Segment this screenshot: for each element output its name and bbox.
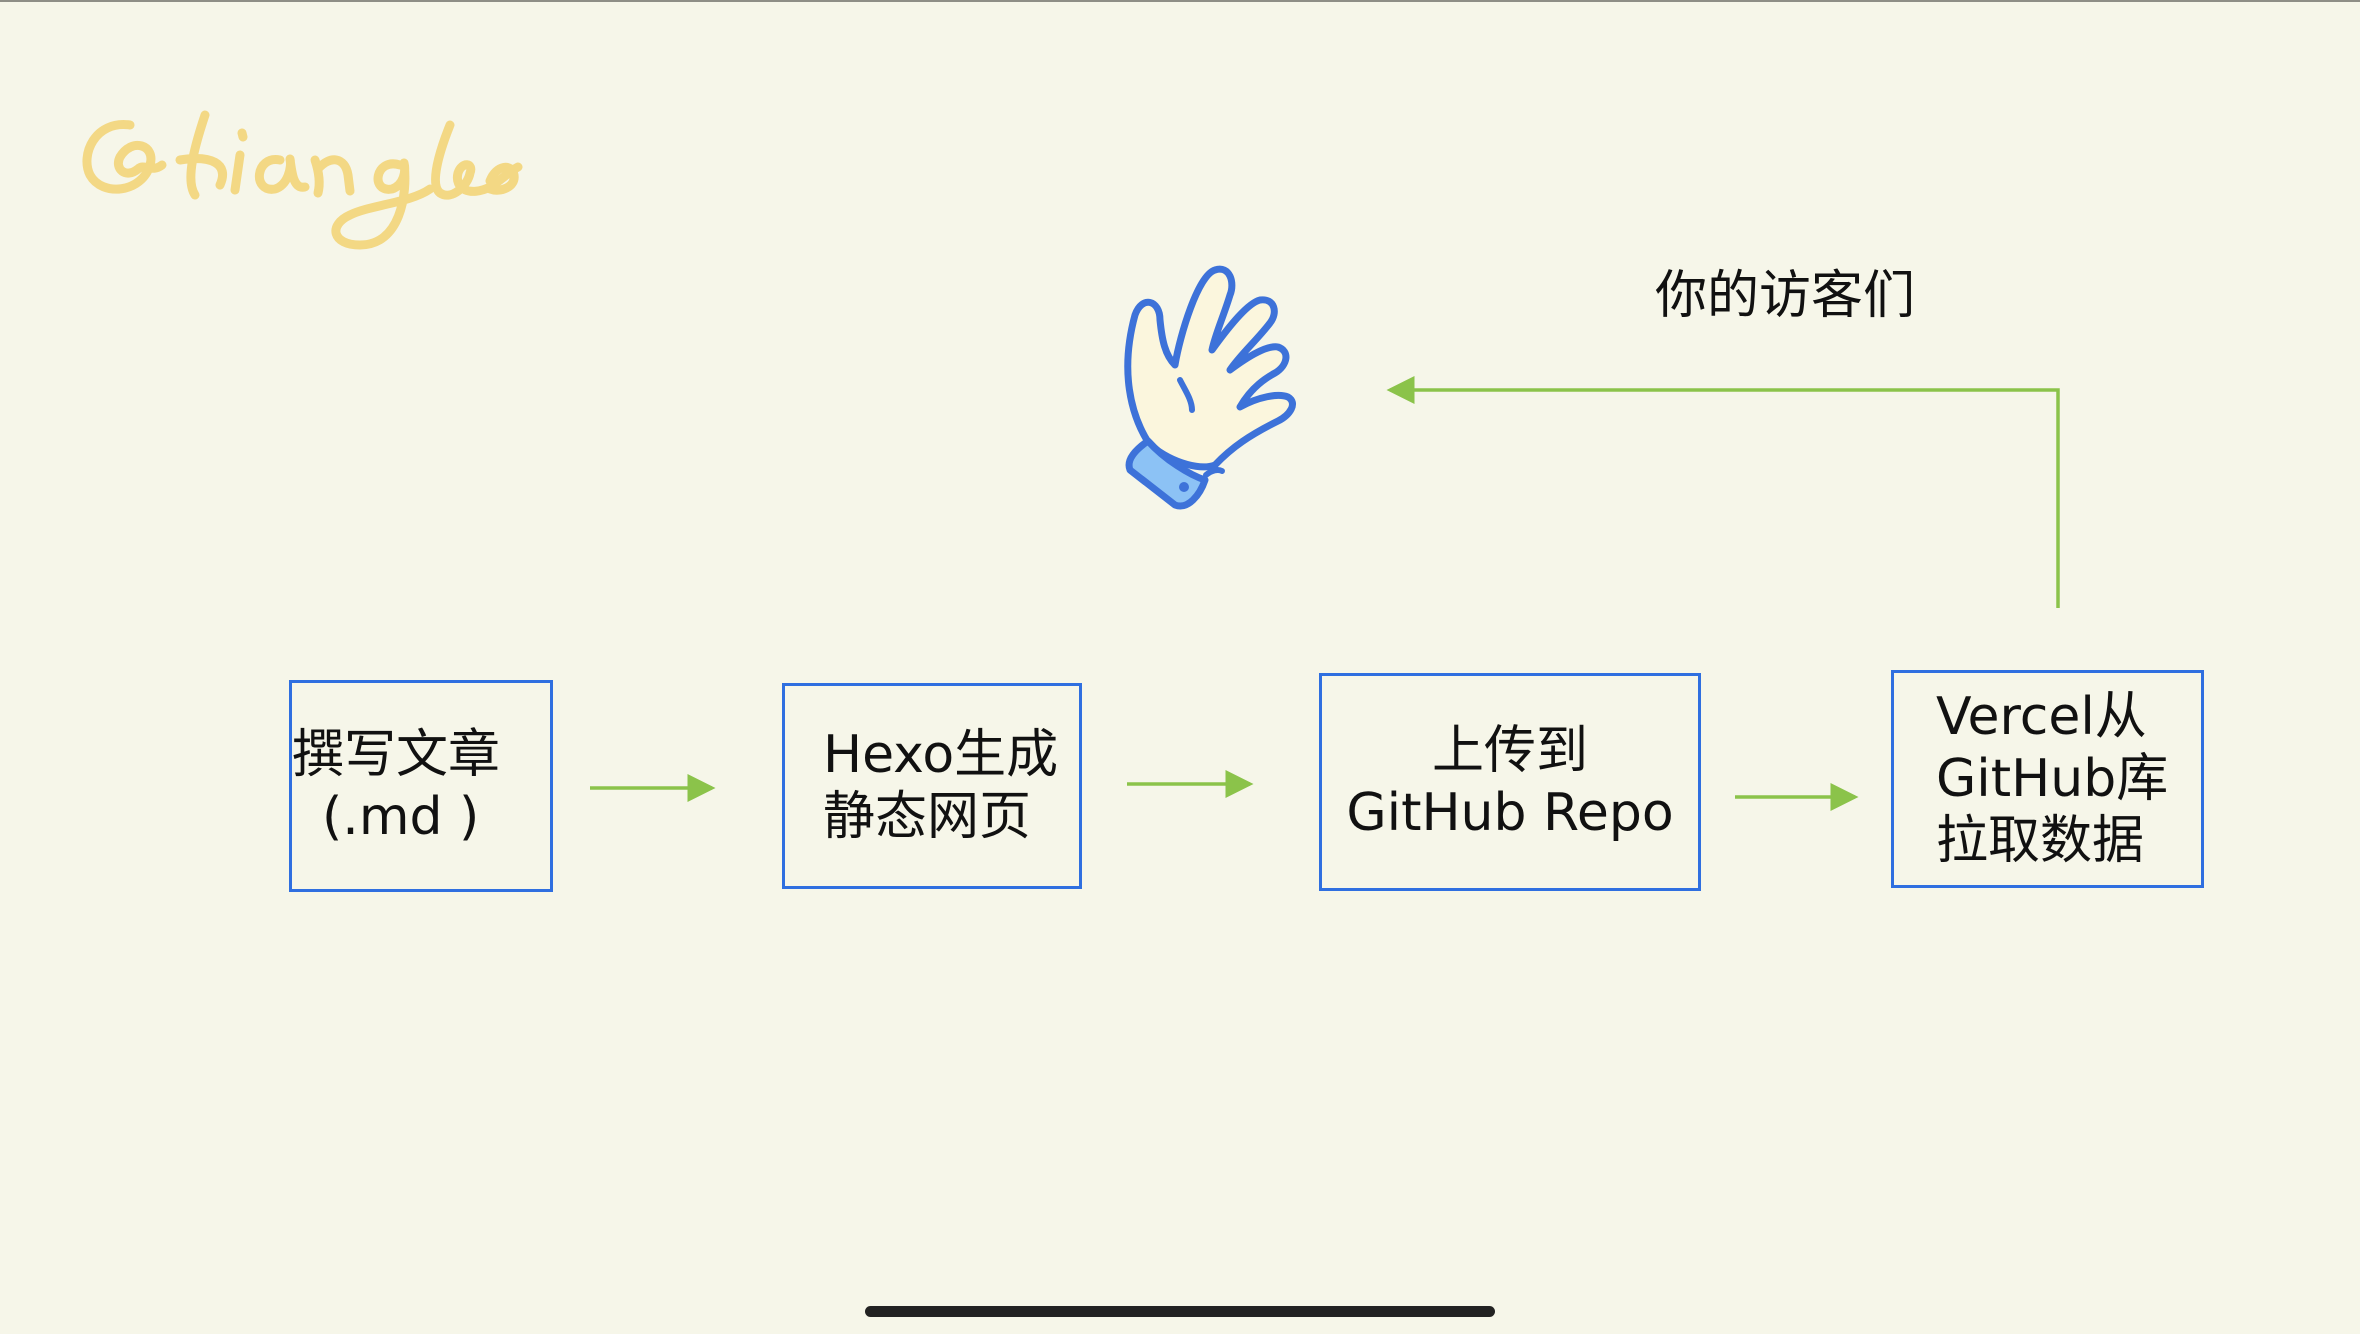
step-upload-github-line1: 上传到 [1431,721,1588,781]
step-write-article: 撰写文章 (.md ) [289,680,553,892]
step-hexo-generate-line1: Hexo生成 [823,725,1059,785]
arrow-vercel-to-visitors [1386,376,2060,608]
step-vercel-pull-line3: 拉取数据 [1936,811,2145,871]
step-vercel-pull: Vercel从 GitHub库 拉取数据 [1891,670,2204,888]
step-upload-github: 上传到 GitHub Repo [1319,673,1701,891]
step-vercel-pull-line1: Vercel从 [1936,687,2147,747]
waving-hand-icon [1124,265,1296,510]
top-divider [0,0,2360,2]
step-write-article-line2: (.md ) [322,787,480,847]
step-vercel-pull-line2: GitHub库 [1936,749,2169,809]
step-write-article-line1: 撰写文章 [292,725,501,785]
step-upload-github-line2: GitHub Repo [1346,783,1674,843]
watermark-logo [82,110,523,250]
step-hexo-generate: Hexo生成 静态网页 [782,683,1082,889]
visitors-label: 你的访客们 [1655,266,1916,326]
step-hexo-generate-line2: 静态网页 [823,787,1032,847]
home-indicator[interactable] [865,1306,1495,1317]
